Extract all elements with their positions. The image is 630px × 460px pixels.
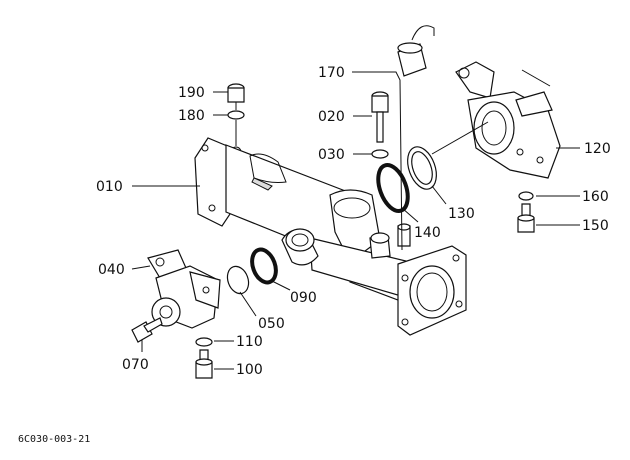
knuckle-housing-120-part	[455, 61, 561, 179]
callout-020: 020	[318, 109, 345, 125]
bracket-040-part	[147, 249, 221, 329]
washer-050-part	[226, 265, 250, 295]
washer-180-part	[227, 110, 245, 120]
callout-030: 030	[318, 147, 345, 163]
leader-lines	[131, 71, 580, 370]
o-ring-090-part	[250, 247, 278, 285]
o-ring-140-part	[376, 163, 410, 213]
callout-100: 100	[236, 362, 263, 378]
bolt-100-part	[195, 349, 213, 379]
callout-140: 140	[414, 225, 441, 241]
bushing-part	[281, 228, 319, 266]
callout-120: 120	[584, 141, 611, 157]
callout-150: 150	[582, 218, 609, 234]
callout-130: 130	[448, 206, 475, 222]
washer-110-part	[195, 337, 213, 347]
washer-160-part	[518, 191, 534, 201]
callout-190: 190	[178, 85, 205, 101]
ring-030-part	[371, 149, 389, 159]
callout-090: 090	[290, 290, 317, 306]
bolt-150-part	[517, 203, 535, 233]
pin-020-part	[371, 91, 389, 143]
callout-070: 070	[122, 357, 149, 373]
plug-190-part	[227, 83, 245, 103]
pipe-170-part	[397, 25, 435, 77]
callout-010: 010	[96, 179, 123, 195]
callout-050: 050	[258, 316, 285, 332]
seal-130-part	[407, 146, 437, 190]
callout-110: 110	[236, 334, 263, 350]
bolt-070-part	[131, 317, 163, 343]
main-housing-part	[194, 137, 467, 336]
callout-040: 040	[98, 262, 125, 278]
callout-160: 160	[582, 189, 609, 205]
document-code: 6C030-003-21	[18, 434, 90, 445]
callout-180: 180	[178, 108, 205, 124]
callout-170: 170	[318, 65, 345, 81]
